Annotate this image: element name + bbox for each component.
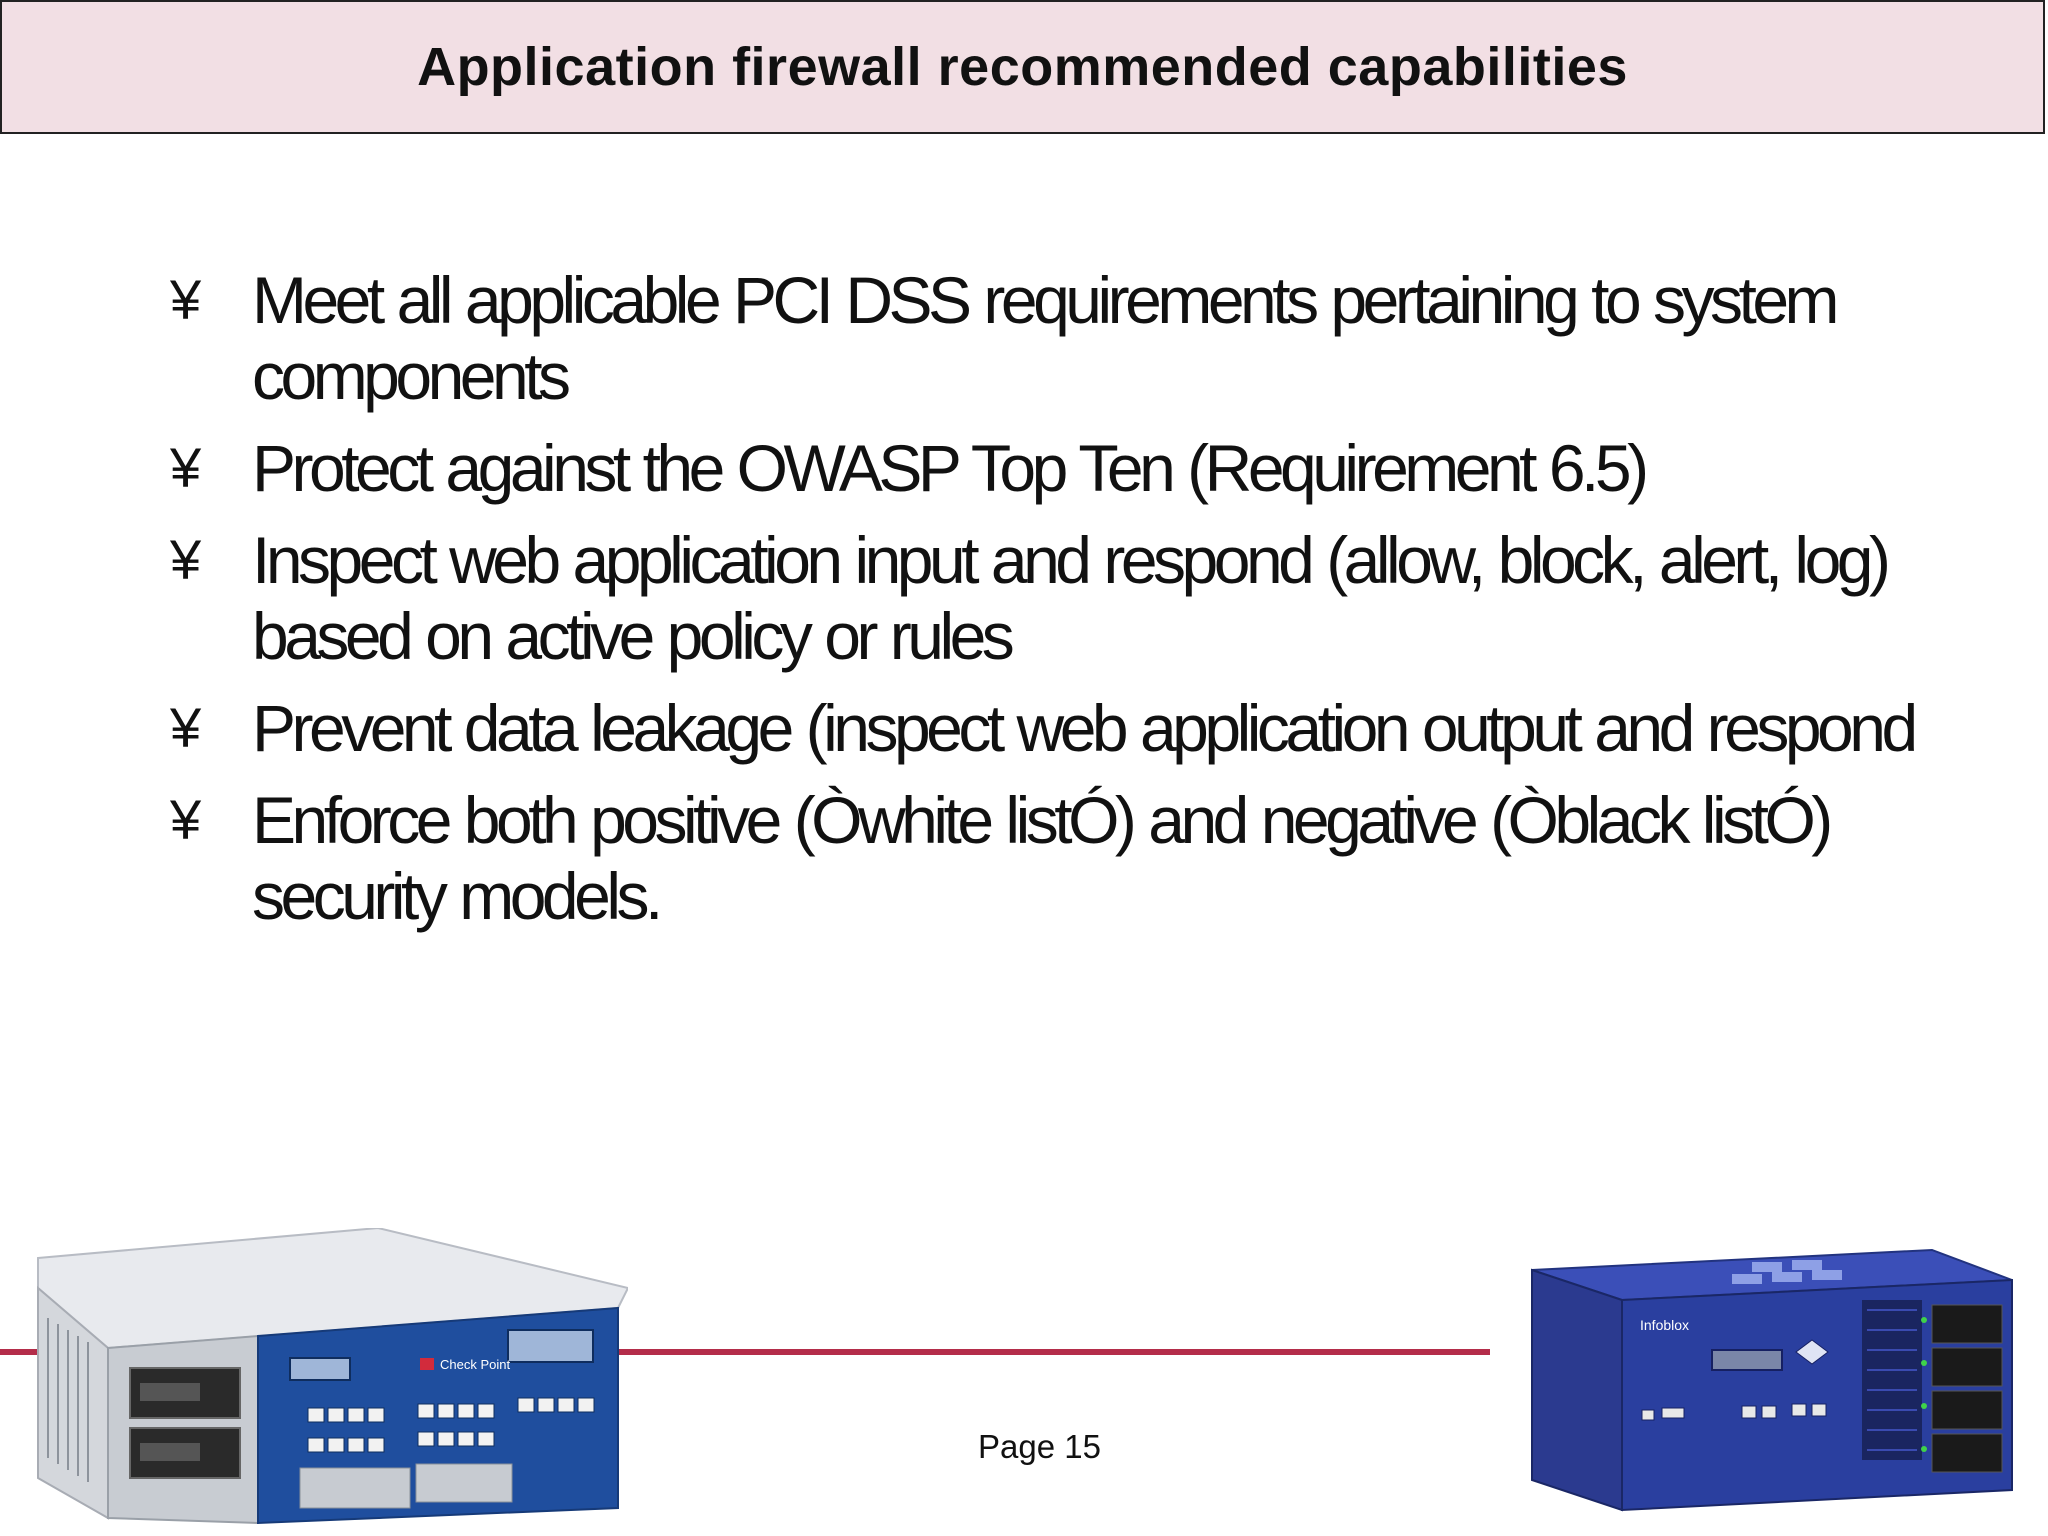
- bullet-item: ¥ Protect against the OWASP Top Ten (Req…: [170, 430, 1970, 506]
- bullet-glyph: ¥: [170, 528, 202, 591]
- title-bar: Application firewall recommended capabil…: [0, 0, 2045, 134]
- bullet-text: Enforce both positive (Òwhite listÓ) and…: [252, 783, 1833, 933]
- bullet-glyph: ¥: [170, 268, 202, 331]
- bullet-item: ¥ Enforce both positive (Òwhite listÓ) a…: [170, 782, 1970, 934]
- bullet-item: ¥ Inspect web application input and resp…: [170, 522, 1970, 674]
- bullet-item: ¥ Prevent data leakage (inspect web appl…: [170, 690, 1970, 766]
- page-number: Page 15: [978, 1428, 1101, 1465]
- check-point-appliance-image: Check Point: [37, 1228, 628, 1525]
- accent-divider-line: [0, 1349, 1490, 1355]
- bullet-list: ¥ Meet all applicable PCI DSS requiremen…: [170, 262, 1970, 950]
- bullet-glyph: ¥: [170, 788, 202, 851]
- infoblox-label: Infoblox: [1640, 1317, 1689, 1333]
- bullet-text: Prevent data leakage (inspect web applic…: [252, 691, 1918, 765]
- bullet-glyph: ¥: [170, 696, 202, 759]
- bullet-text: Inspect web application input and respon…: [252, 523, 1891, 673]
- bullet-item: ¥ Meet all applicable PCI DSS requiremen…: [170, 262, 1970, 414]
- infoblox-appliance-image: Infoblox: [1531, 1248, 2013, 1512]
- check-point-label: Check Point: [440, 1357, 510, 1372]
- bullet-text: Meet all applicable PCI DSS requirements…: [252, 263, 1840, 413]
- slide-title: Application firewall recommended capabil…: [417, 37, 1628, 97]
- bullet-glyph: ¥: [170, 436, 202, 499]
- bullet-text: Protect against the OWASP Top Ten (Requi…: [252, 431, 1649, 505]
